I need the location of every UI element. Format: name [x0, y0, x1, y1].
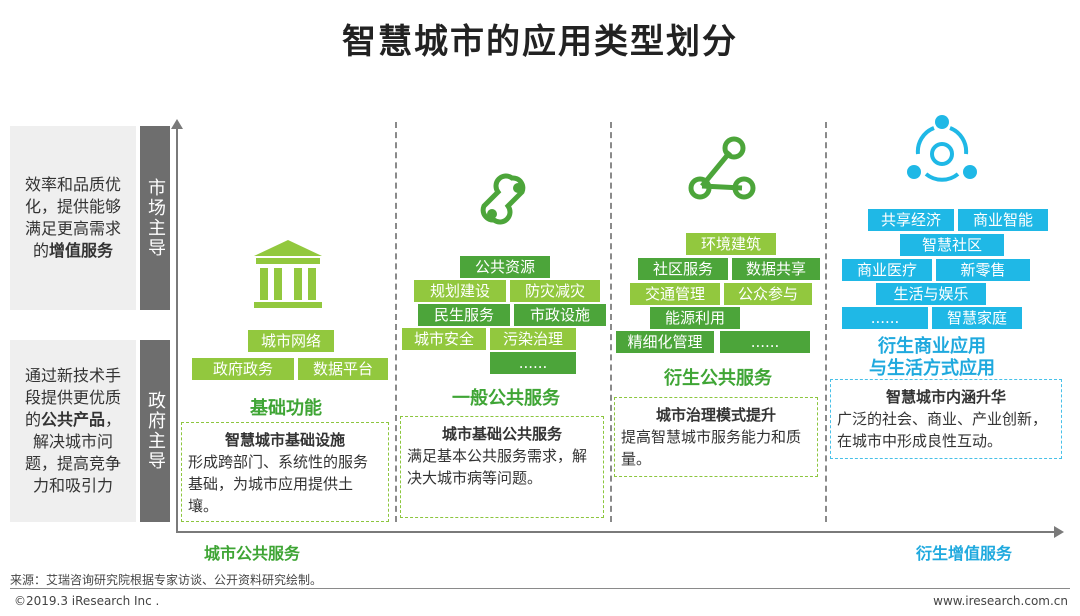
tag-data-platform: 数据平台: [298, 358, 388, 380]
link-icon: [472, 168, 544, 234]
source-note: 来源：艾瑞咨询研究院根据专家访谈、公开资料研究绘制。: [10, 573, 323, 587]
tag-government-affairs: 政府政务: [192, 358, 294, 380]
government-led-text-2: ，解决城市问题，提高竞争力和吸引力: [24, 410, 122, 495]
column-4-desc-title: 智慧城市内涵升华: [885, 388, 1006, 406]
tag-pollution-control: 污染治理: [490, 328, 576, 350]
tag-more-3: ......: [842, 307, 928, 329]
column-3-desc-body: 提高智慧城市服务能力和质量。: [621, 428, 802, 468]
y-axis: [176, 128, 178, 532]
column-1-description: 智慧城市基础设施 形成跨部门、系统性的服务基础，为城市应用提供土壤。: [181, 422, 389, 522]
divider-3: [825, 122, 827, 522]
column-2-desc-body: 满足基本公共服务需求，解决大城市病等问题。: [407, 447, 588, 487]
government-led-label: 政府主导: [140, 340, 170, 522]
tag-livelihood-services: 民生服务: [418, 304, 510, 326]
footer-copyright: ©2019.3 iResearch Inc .: [14, 594, 160, 608]
column-2-desc-title: 城市基础公共服务: [441, 425, 562, 443]
network-nodes-icon: [686, 134, 758, 210]
public-products-bold: 公共产品: [40, 410, 105, 429]
market-led-label: 市场主导: [140, 126, 170, 310]
market-led-description: 效率和品质优化，提供能够满足更高需求的增值服务: [10, 126, 136, 310]
column-1-desc-title: 智慧城市基础设施: [224, 431, 345, 449]
column-2-heading: 一般公共服务: [452, 388, 560, 409]
shared-hub-icon: [904, 112, 980, 192]
tag-municipal-facilities: 市政设施: [514, 304, 606, 326]
footer-website[interactable]: www.iresearch.com.cn: [933, 594, 1068, 608]
tag-data-sharing: 数据共享: [732, 258, 820, 280]
divider-1: [395, 122, 397, 522]
tag-more-2: ......: [720, 331, 810, 353]
tag-city-safety: 城市安全: [402, 328, 486, 350]
column-1-desc-body: 形成跨部门、系统性的服务基础，为城市应用提供土壤。: [188, 453, 369, 515]
tag-planning-construction: 规划建设: [414, 280, 506, 302]
tag-commercial-medical: 商业医疗: [842, 259, 932, 281]
tag-new-retail: 新零售: [936, 259, 1030, 281]
tag-more-1: ......: [490, 352, 576, 374]
column-3-desc-title: 城市治理模式提升: [655, 406, 776, 424]
column-1-heading: 基础功能: [250, 398, 322, 419]
government-led-text-1: 通过新技术手段提供更优质的: [24, 366, 121, 429]
tag-community-services: 社区服务: [638, 258, 728, 280]
tag-public-resources: 公共资源: [460, 256, 550, 278]
x-axis-arrow: [1054, 526, 1064, 538]
column-2-description: 城市基础公共服务 满足基本公共服务需求，解决大城市病等问题。: [400, 416, 604, 518]
tag-fine-management: 精细化管理: [616, 331, 714, 353]
tag-city-network: 城市网络: [248, 330, 334, 352]
tag-life-entertainment: 生活与娱乐: [876, 283, 986, 305]
page-title: 智慧城市的应用类型划分: [342, 22, 738, 62]
column-4-description: 智慧城市内涵升华 广泛的社会、商业、产业创新，在城市中形成良性互动。: [830, 379, 1062, 459]
value-added-services-bold: 增值服务: [49, 241, 114, 260]
column-4-heading-line-2: 与生活方式应用: [869, 358, 995, 379]
tag-business-intelligence: 商业智能: [958, 209, 1048, 231]
divider-2: [610, 122, 612, 522]
tag-environment-building: 环境建筑: [686, 233, 776, 255]
government-led-description: 通过新技术手段提供更优质的公共产品，解决城市问题，提高竞争力和吸引力: [10, 340, 136, 522]
axis-label-city-public-services: 城市公共服务: [204, 544, 301, 563]
government-building-icon: [252, 236, 324, 318]
tag-disaster-prevention: 防灾减灾: [510, 280, 600, 302]
column-3-heading: 衍生公共服务: [664, 368, 772, 389]
tag-public-participation: 公众参与: [724, 283, 812, 305]
axis-label-derived-value-added: 衍生增值服务: [916, 544, 1013, 563]
x-axis: [176, 531, 1056, 533]
market-led-text: 效率和品质优化，提供能够满足更高需求的: [24, 175, 121, 260]
tag-smart-community: 智慧社区: [900, 234, 1004, 256]
tag-sharing-economy: 共享经济: [868, 209, 954, 231]
tag-energy-use: 能源利用: [650, 307, 740, 329]
column-4-heading-line-1: 衍生商业应用: [878, 336, 986, 357]
footer-divider: [10, 588, 1070, 589]
column-3-description: 城市治理模式提升 提高智慧城市服务能力和质量。: [614, 397, 818, 477]
column-4-desc-body: 广泛的社会、商业、产业创新，在城市中形成良性互动。: [837, 410, 1048, 450]
tag-traffic-management: 交通管理: [630, 283, 720, 305]
y-axis-arrow: [171, 119, 183, 129]
tag-smart-home: 智慧家庭: [932, 307, 1022, 329]
